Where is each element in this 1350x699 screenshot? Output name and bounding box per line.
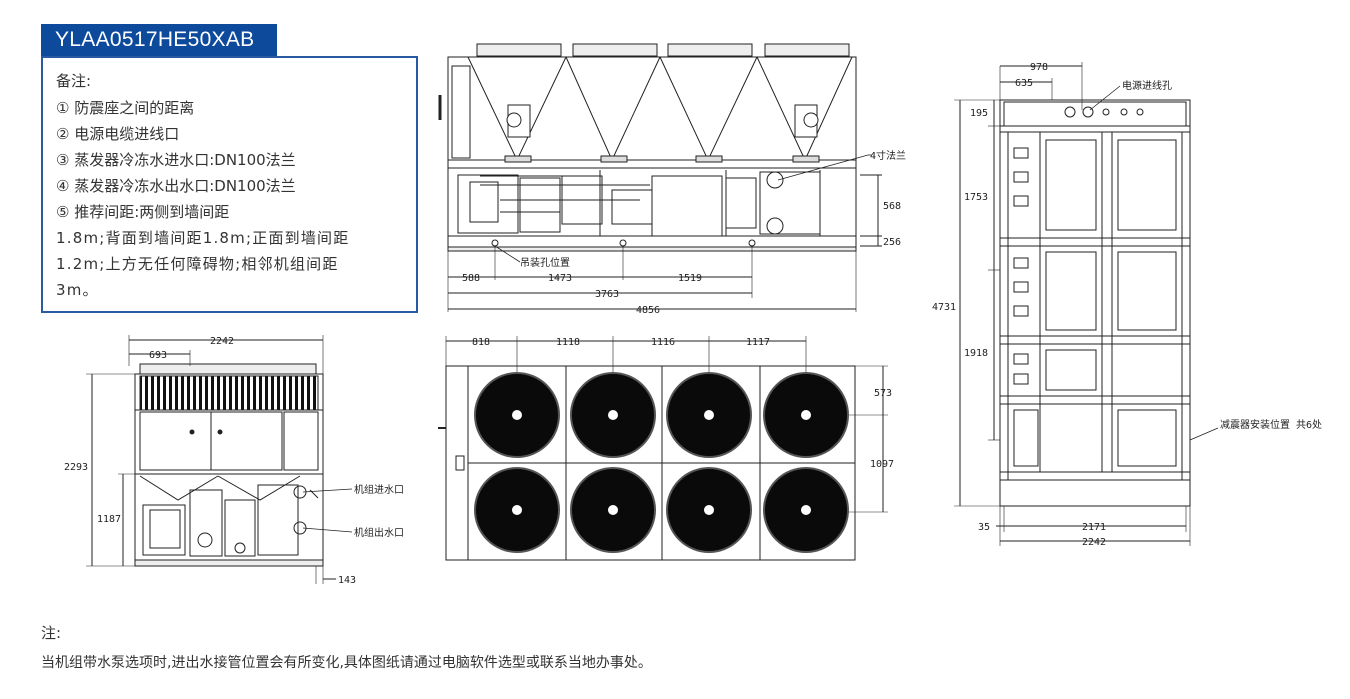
note-item: ⑤ 推荐间距:两侧到墙间距 bbox=[56, 203, 230, 221]
fan-row-bottom bbox=[474, 467, 849, 553]
fan-hub bbox=[801, 410, 811, 420]
model-title: YLAA0517HE50XAB bbox=[41, 24, 277, 56]
dim-818: 818 bbox=[472, 337, 490, 348]
footnote-label: 注: bbox=[41, 624, 62, 642]
fan-hub bbox=[704, 410, 714, 420]
dim-2171: 2171 bbox=[1082, 522, 1106, 533]
fan-hub bbox=[512, 505, 522, 515]
dim-1918: 1918 bbox=[964, 348, 988, 359]
side-view bbox=[86, 335, 353, 584]
dim-635: 635 bbox=[1015, 78, 1033, 89]
dim-35: 35 bbox=[978, 522, 990, 533]
note-item: ④ 蒸发器冷冻水出水口:DN100法兰 bbox=[56, 177, 296, 195]
dim-1753: 1753 bbox=[964, 192, 988, 203]
fan-hub bbox=[608, 505, 618, 515]
dim-1118: 1118 bbox=[556, 337, 580, 348]
dim-256: 256 bbox=[883, 237, 901, 248]
inlet-label: 机组进水口 bbox=[354, 483, 404, 496]
dim-588: 588 bbox=[462, 273, 480, 284]
front-view-labels: 4寸法兰 吊装孔位置 568 256 588 1473 1519 3763 48… bbox=[462, 149, 906, 316]
outlet-label: 机组出水口 bbox=[354, 526, 404, 539]
flange-label: 4寸法兰 bbox=[870, 149, 906, 162]
dim-1473: 1473 bbox=[548, 273, 572, 284]
dim-4856: 4856 bbox=[636, 305, 660, 316]
notes-header: 备注: bbox=[56, 72, 92, 90]
fan-hub bbox=[801, 505, 811, 515]
plan-view bbox=[954, 62, 1219, 546]
dim-2242-side: 2242 bbox=[210, 336, 234, 347]
dim-4731: 4731 bbox=[932, 302, 956, 313]
dim-1097: 1097 bbox=[870, 459, 894, 470]
front-view bbox=[438, 43, 882, 312]
dim-1519: 1519 bbox=[678, 273, 702, 284]
note-desc-line: 1.8m;背面到墙间距1.8m;正面到墙间距 bbox=[56, 229, 350, 247]
note-item: ③ 蒸发器冷冻水进水口:DN100法兰 bbox=[56, 151, 296, 169]
lift-hole-label: 吊装孔位置 bbox=[520, 256, 570, 269]
note-item: ① 防震座之间的距离 bbox=[56, 99, 195, 117]
fan-row-top bbox=[474, 372, 849, 458]
dim-1187: 1187 bbox=[97, 514, 121, 525]
note-desc-line: 1.2m;上方无任何障碍物;相邻机组间距 bbox=[56, 255, 339, 273]
note-item: ② 电源电缆进线口 bbox=[56, 125, 180, 143]
dim-2242-plan: 2242 bbox=[1082, 537, 1106, 548]
power-inlet-label: 电源进线孔 bbox=[1122, 79, 1172, 92]
side-view-labels: 机组进水口 机组出水口 2242 693 2293 1187 143 bbox=[64, 336, 404, 586]
damper-label: 减震器安装位置 共6处 bbox=[1220, 418, 1322, 431]
note-desc-line: 3m。 bbox=[56, 281, 99, 299]
dim-3763: 3763 bbox=[595, 289, 619, 300]
fan-hub bbox=[704, 505, 714, 515]
dim-693: 693 bbox=[149, 350, 167, 361]
dim-143: 143 bbox=[338, 575, 356, 586]
dim-573: 573 bbox=[874, 388, 892, 399]
dim-2293: 2293 bbox=[64, 462, 88, 473]
dim-1117: 1117 bbox=[746, 337, 770, 348]
dim-978: 978 bbox=[1030, 62, 1048, 73]
fan-hub bbox=[608, 410, 618, 420]
fan-hub bbox=[512, 410, 522, 420]
top-view-labels: 818 1118 1116 1117 573 1097 bbox=[472, 337, 894, 470]
notes-box: 备注: ① 防震座之间的距离 ② 电源电缆进线口 ③ 蒸发器冷冻水进水口:DN1… bbox=[41, 56, 418, 313]
dim-1116: 1116 bbox=[651, 337, 675, 348]
dim-195: 195 bbox=[970, 108, 988, 119]
plan-view-labels: 电源进线孔 减震器安装位置 共6处 978 635 195 1753 4731 … bbox=[932, 62, 1322, 548]
dim-568: 568 bbox=[883, 201, 901, 212]
footnote-text: 当机组带水泵选项时,进出水接管位置会有所变化,具体图纸请通过电脑软件选型或联系当… bbox=[41, 655, 652, 671]
